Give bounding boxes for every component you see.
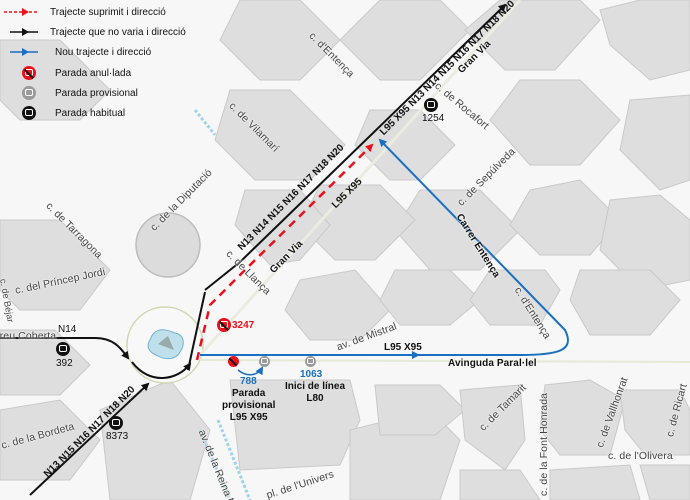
stop-number: 392: [56, 358, 73, 369]
provisional-stop-note: Parada provisional L95 X95: [222, 388, 275, 424]
legend-label: Parada anul·lada: [55, 67, 132, 79]
stop-788-provisional[interactable]: [259, 356, 270, 367]
note-line: Parada: [232, 388, 266, 399]
note-line: Inici de línea: [285, 381, 346, 392]
legend-label: Parada habitual: [55, 107, 126, 119]
stop-number: 3247: [232, 320, 255, 331]
stop-cancelled-paralel[interactable]: [228, 356, 239, 367]
stop-number: 1254: [422, 113, 445, 124]
cancelled-stop-icon: [22, 66, 36, 80]
note-line: provisional: [222, 400, 276, 411]
legend-label: Trajecte que no varia i direcció: [50, 26, 186, 38]
legend-item-stop-cancelled: Parada anul·lada: [0, 64, 131, 82]
blue-arrow-icon: [10, 48, 38, 56]
stop-8373[interactable]: [109, 416, 123, 430]
note-line: L80: [306, 393, 324, 404]
route-label-creu-coberta: N14: [58, 324, 77, 335]
legend-item-stop-provisional: Parada provisional: [0, 84, 138, 102]
legend-item-route-suppressed: Trajecte suprimit i direcció: [0, 3, 166, 21]
legend: Trajecte suprimit i direcció Trajecte qu…: [0, 0, 205, 125]
legend-label: Nou trajecte i direcció: [55, 46, 152, 58]
street-label-olivera: c. de l'Olivera: [608, 450, 673, 462]
street-label-font-honrada: c. de la Font Honrada: [538, 392, 550, 496]
line-start-note: Inici de línea L80: [285, 381, 345, 405]
habitual-stop-icon: [22, 106, 36, 120]
legend-item-stop-habitual: Parada habitual: [0, 104, 125, 122]
stop-3247-cancelled[interactable]: [217, 318, 231, 332]
legend-item-route-unchanged: Trajecte que no varia i direcció: [0, 23, 186, 41]
stop-number: 8373: [106, 431, 129, 442]
route-label-paralel: L95 X95: [384, 342, 422, 353]
legend-item-route-new: Nou trajecte i direcció: [0, 43, 151, 61]
legend-label: Parada provisional: [55, 87, 138, 99]
stop-number: 1063: [300, 369, 323, 380]
legend-label: Trajecte suprimit i direcció: [50, 6, 166, 18]
note-line: L95 X95: [229, 412, 268, 423]
street-label-paralel: Avinguda Paral·lel: [448, 358, 537, 369]
stop-1063-provisional[interactable]: [305, 356, 316, 367]
provisional-stop-icon: [22, 86, 36, 100]
black-arrow-icon: [10, 28, 38, 36]
stop-1254[interactable]: [424, 98, 438, 112]
stop-number: 788: [240, 376, 257, 387]
street-label-creu-coberta: Creu Coberta: [0, 330, 57, 342]
stop-392[interactable]: [56, 342, 70, 356]
dashed-red-arrow-icon: [4, 8, 38, 16]
